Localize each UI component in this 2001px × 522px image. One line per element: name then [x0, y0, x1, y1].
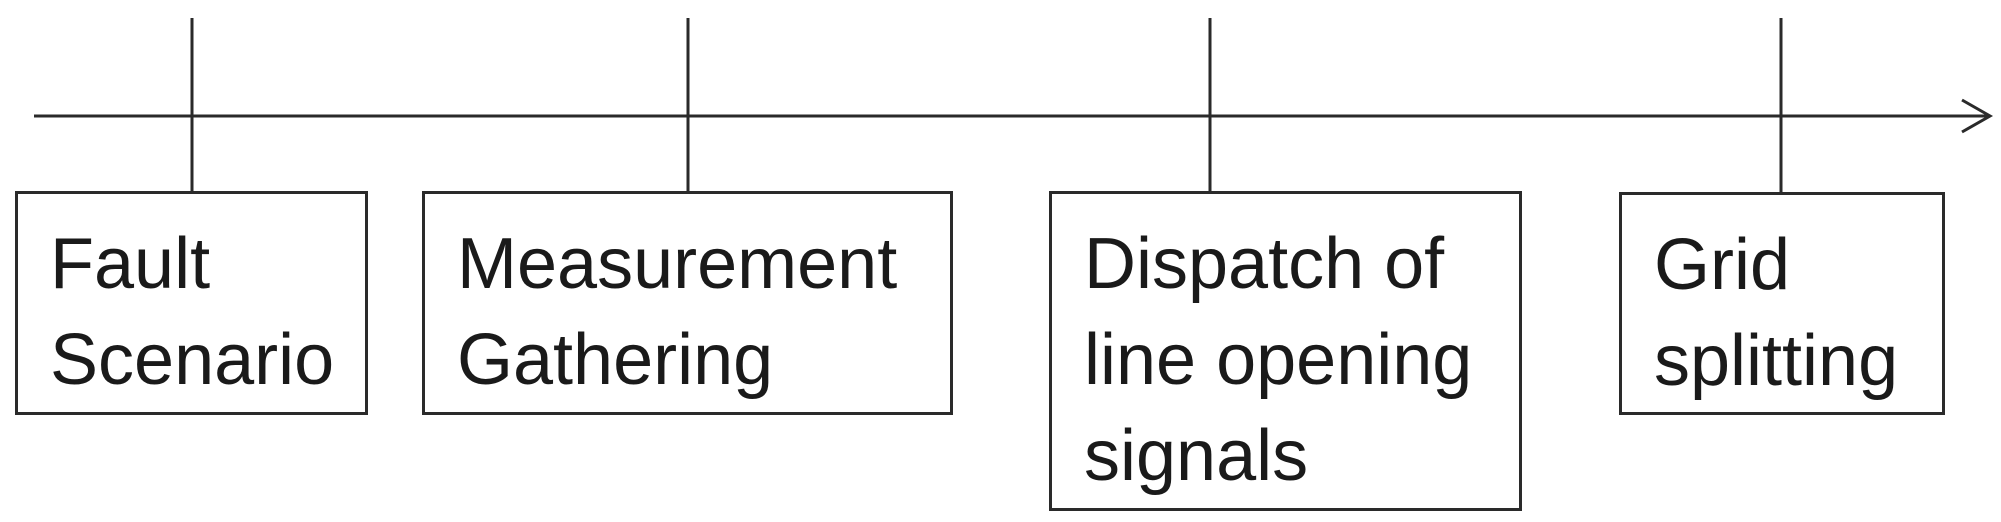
stage-label-fault-scenario: Fault Scenario [50, 224, 335, 400]
timeline-arrowhead [1961, 98, 1994, 134]
stage-box-dispatch-signals: Dispatch of line opening signals [1049, 191, 1522, 511]
stage-label-dispatch-signals: Dispatch of line opening signals [1084, 224, 1473, 496]
stage-box-measurement-gathering: Measurement Gathering [422, 191, 953, 415]
stage-label-grid-splitting: Grid splitting [1654, 225, 1899, 401]
stage-label-measurement-gathering: Measurement Gathering [457, 224, 898, 400]
stage-box-grid-splitting: Grid splitting [1619, 192, 1945, 415]
stage-box-fault-scenario: Fault Scenario [15, 191, 368, 415]
